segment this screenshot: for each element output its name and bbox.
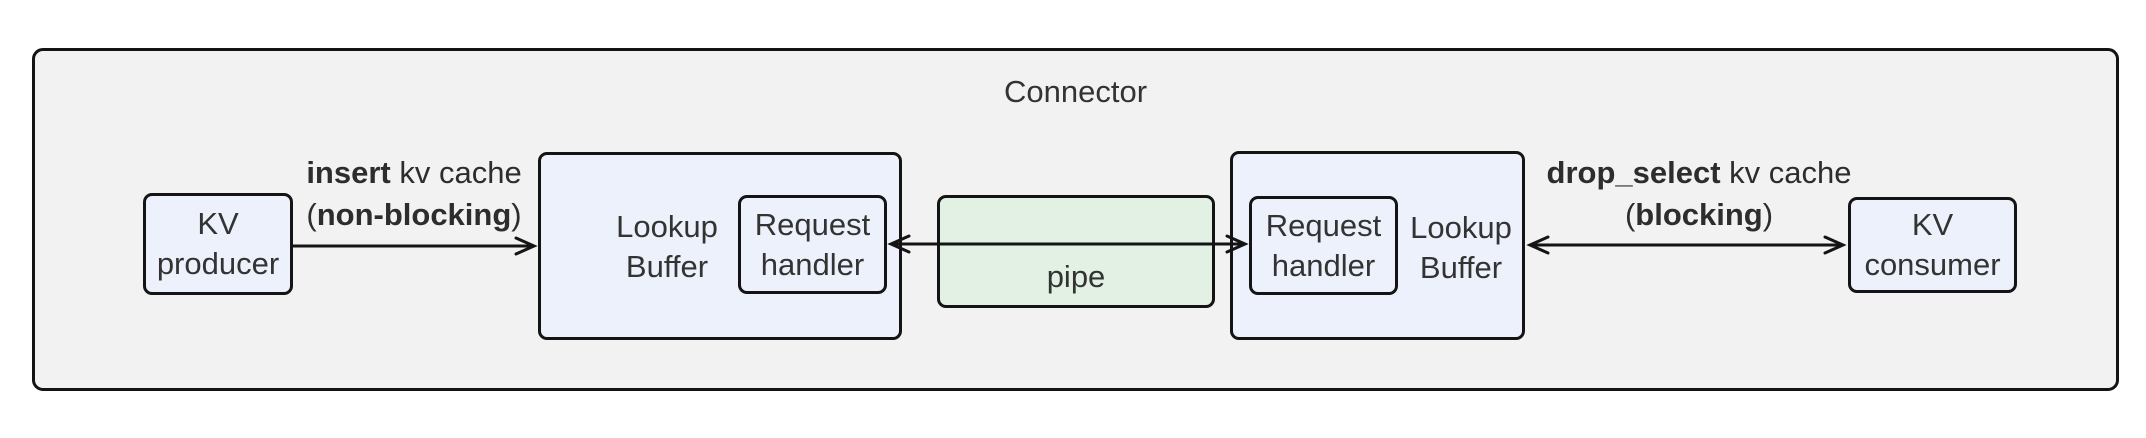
insert-edge-label-line1: insert kv cache — [306, 152, 521, 194]
lookup-buffer-right-label-line2: Buffer — [1419, 250, 1503, 285]
request-handler-left-label-line1: Request — [754, 206, 871, 242]
insert-edge-suffix: kv cache — [390, 155, 522, 190]
drop-select-edge-label: drop_select kv cache (blocking) — [1547, 152, 1852, 236]
insert-edge-mode: non-blocking — [316, 197, 512, 232]
connector-group-title: Connector — [1003, 74, 1148, 109]
drop-select-edge-suffix: kv cache — [1720, 155, 1852, 190]
lookup-buffer-left-label: Lookup Buffer — [616, 207, 718, 287]
insert-edge-paren-close: ) — [511, 197, 522, 232]
request-handler-right-label-line1: Request — [1265, 207, 1382, 243]
drop-select-edge-paren-close: ) — [1762, 197, 1774, 232]
kv-consumer-label: KV consumer — [1851, 200, 2014, 290]
drop-select-edge-paren-open: ( — [1624, 197, 1636, 232]
lookup-buffer-left-label-line2: Buffer — [625, 249, 709, 284]
kv-consumer-label-line2: consumer — [1864, 247, 2001, 282]
drop-select-edge-label-line2: (blocking) — [1547, 194, 1852, 236]
insert-edge-verb: insert — [306, 155, 391, 190]
insert-edge-label-line2: (non-blocking) — [306, 194, 521, 236]
request-handler-left-node: Request handler — [738, 195, 887, 294]
insert-edge-paren-open: ( — [306, 197, 317, 232]
request-handler-right-label-line2: handler — [1271, 247, 1376, 283]
kv-consumer-label-line1: KV — [1911, 207, 1954, 242]
request-handler-right-node: Request handler — [1249, 196, 1398, 295]
pipe-label: pipe — [1046, 259, 1106, 294]
request-handler-right-label: Request handler — [1252, 199, 1395, 292]
lookup-buffer-left-node: Lookup Buffer — [538, 152, 902, 340]
drop-select-edge-verb: drop_select — [1546, 155, 1721, 190]
lookup-buffer-right-label: Lookup Buffer — [1410, 208, 1512, 288]
kv-producer-node: KV producer — [143, 193, 293, 295]
insert-edge-label: insert kv cache (non-blocking) — [306, 152, 521, 236]
kv-producer-label: KV producer — [146, 196, 290, 292]
request-handler-left-label-line2: handler — [760, 246, 865, 282]
drop-select-edge-label-line1: drop_select kv cache — [1547, 152, 1852, 194]
lookup-buffer-left-label-line1: Lookup — [616, 209, 718, 244]
request-handler-left-label: Request handler — [741, 198, 884, 291]
drop-select-edge-mode: blocking — [1635, 197, 1763, 232]
pipe-node: pipe — [937, 195, 1215, 308]
kv-producer-label-line1: KV — [197, 206, 239, 241]
kv-consumer-node: KV consumer — [1848, 197, 2017, 293]
lookup-buffer-right-label-line1: Lookup — [1410, 210, 1512, 245]
kv-producer-label-line2: producer — [156, 246, 280, 281]
